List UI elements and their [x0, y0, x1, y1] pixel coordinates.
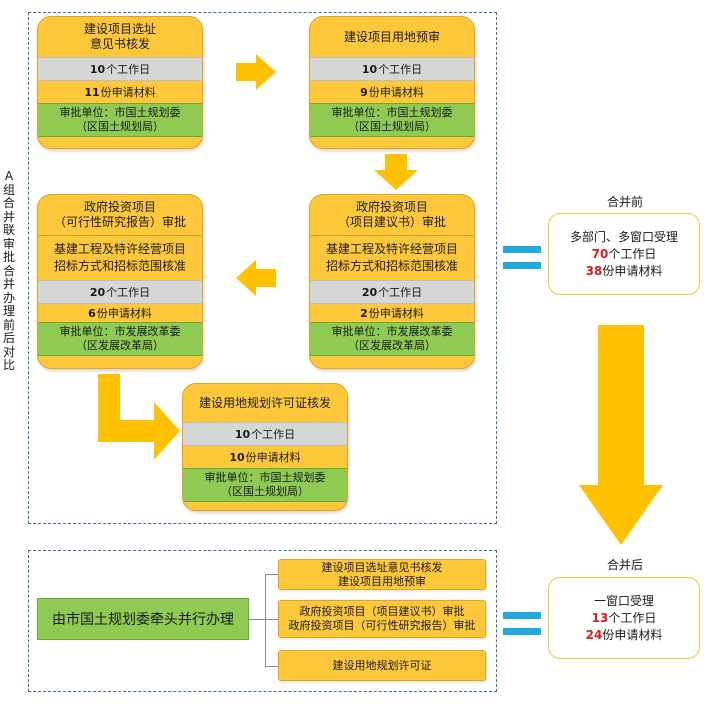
step-approval-unit: 审批单位：市国土规划委（区国土规划局） [38, 103, 202, 137]
after-label: 合并后 [606, 558, 643, 572]
step-card-feasibility-study: 政府投资项目（可行性研究报告）审批 基建工程及特许经营项目招标方式和招标范围核准… [37, 194, 203, 369]
merged-item-investment: 政府投资项目（项目建议书）审批政府投资项目（可行性研究报告）审批 [278, 600, 486, 638]
step-title: 建设用地规划许可证核发 [198, 395, 331, 410]
before-frame [28, 12, 497, 524]
connector-line [265, 666, 278, 667]
equals-top-bar [503, 612, 541, 619]
before-summary-box: 多部门、多窗口受理 70个工作日 38份申请材料 [548, 213, 700, 295]
after-frame [28, 550, 497, 692]
connector-bracket [265, 574, 266, 666]
step-title: 政府投资项目（可行性研究报告）审批 [53, 200, 186, 229]
arrow-left-icon [236, 260, 276, 296]
connector-line [249, 619, 265, 620]
step-approval-unit: 审批单位：市发展改革委（区发展改革局） [310, 322, 474, 356]
arrow-big-down-icon [579, 325, 663, 545]
step-title: 政府投资项目（项目建议书）审批 [337, 200, 446, 229]
merged-item-land: 建设项目选址意见书核发建设项目用地预审 [278, 559, 486, 590]
equals-bottom-bar [503, 628, 541, 635]
arrow-down-icon [374, 154, 418, 190]
step-description: 基建工程及特许经营项目招标方式和招标范围核准 [38, 235, 202, 280]
connector-line [265, 574, 278, 575]
step-card-project-proposal: 政府投资项目（项目建议书）审批 基建工程及特许经营项目招标方式和招标范围核准 2… [309, 194, 475, 369]
step-title: 建设项目用地预审 [343, 29, 440, 44]
side-label: A组合并联审批合并办理前后对比 [2, 169, 16, 373]
equals-top-bar [503, 246, 541, 253]
lead-agency-box: 由市国土规划委牵头并行办理 [37, 598, 249, 640]
side-label-text: A组合并联审批合并办理前后对比 [2, 169, 15, 372]
after-summary-box: 一窗口受理 13个工作日 24份申请材料 [548, 577, 700, 659]
step-approval-unit: 审批单位：市国土规划委（区国土规划局） [183, 468, 347, 502]
equals-bottom-bar [503, 262, 541, 269]
step-approval-unit: 审批单位：市国土规划委（区国土规划局） [310, 103, 474, 137]
before-label: 合并前 [606, 195, 643, 209]
arrow-elbow-icon [98, 374, 180, 460]
step-title: 建设项目选址 意见书核发 [83, 22, 156, 51]
connector-line [265, 619, 278, 620]
merged-item-permit: 建设用地规划许可证 [278, 650, 486, 681]
arrow-right-icon [236, 54, 276, 90]
step-description: 基建工程及特许经营项目招标方式和招标范围核准 [310, 235, 474, 280]
step-approval-unit: 审批单位：市发展改革委（区发展改革局） [38, 322, 202, 356]
